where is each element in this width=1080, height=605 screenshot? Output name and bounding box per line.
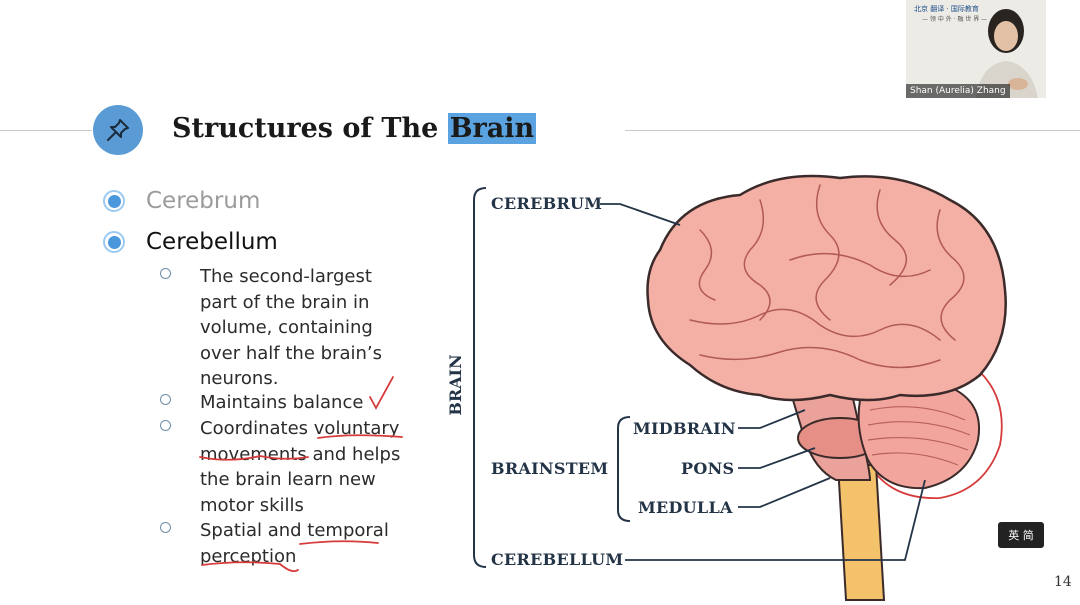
label-pons: PONS <box>681 459 735 478</box>
bullet-cerebellum: Cerebellum <box>103 229 278 255</box>
text-line: movements and helps <box>200 443 401 465</box>
label-brainstem: BRAINSTEM <box>491 459 609 478</box>
subbullet-dot-icon <box>160 394 171 405</box>
label-midbrain: MIDBRAIN <box>633 419 736 438</box>
annotation-checkmark <box>369 376 394 410</box>
text-line: part of the brain in <box>200 291 370 313</box>
translate-button[interactable]: 英 简 <box>998 522 1044 548</box>
brain-brace <box>473 187 487 568</box>
bullet-radio-icon <box>103 231 125 253</box>
bullet-radio-icon <box>103 190 125 212</box>
text-line: perception <box>200 545 297 567</box>
title-highlight: Brain <box>447 113 537 144</box>
subbullet-dot-icon <box>160 268 171 279</box>
annotation-underline-voluntary <box>317 434 403 439</box>
text-line: Coordinates voluntary <box>200 418 400 439</box>
text-line: volume, containing <box>200 317 373 338</box>
cam-logo-text: 北京 翻译 · 国际教育 <box>914 5 979 13</box>
title-text: Structures of The <box>172 113 448 144</box>
spinal-cord <box>836 464 886 601</box>
label-cerebrum: CEREBRUM <box>491 194 603 213</box>
pushpin-icon <box>107 119 129 141</box>
annotation-underline-movements <box>199 455 309 461</box>
subbullet-text: Maintains balance <box>200 390 363 416</box>
text-line: motor skills <box>200 494 304 516</box>
translate-button-label: 英 简 <box>1008 529 1034 542</box>
subbullet-text: Spatial and temporal perception <box>200 518 389 569</box>
text-line: over half the brain’s <box>200 342 382 364</box>
cam-logo-sub: — 领 中 外 · 融 世 界 — <box>922 16 988 23</box>
subbullet-dot-icon <box>160 420 171 431</box>
leader-medulla <box>738 477 831 508</box>
presenter-webcam[interactable]: 北京 翻译 · 国际教育 — 领 中 外 · 融 世 界 — Shan (Aur… <box>906 0 1046 98</box>
leader-midbrain <box>738 409 806 429</box>
bullet-label: Cerebrum <box>146 188 261 214</box>
text-line: Spatial and temporal <box>200 520 389 541</box>
leader-pons <box>738 447 816 469</box>
pin-badge <box>93 105 143 155</box>
text-line: neurons. <box>200 368 279 389</box>
text-line: the brain learn new <box>200 469 376 490</box>
title-rule-right <box>625 130 1080 131</box>
text-line: The second-largest <box>200 266 372 287</box>
title-rule-left <box>0 130 92 131</box>
annotation-underline-perception <box>201 561 299 573</box>
label-cerebellum: CEREBELLUM <box>491 550 624 569</box>
subbullet-dot-icon <box>160 522 171 533</box>
label-medulla: MEDULLA <box>638 498 733 517</box>
bullet-label: Cerebellum <box>146 229 278 255</box>
presenter-name: Shan (Aurelia) Zhang <box>906 84 1010 98</box>
brainstem-brace <box>617 416 631 522</box>
annotation-underline-spatial <box>299 540 379 545</box>
cerebrum <box>646 174 1007 402</box>
slide-title: Structures of The Brain <box>172 110 537 148</box>
leader-cerebrum <box>600 203 681 226</box>
subbullet-text: Coordinates voluntary movements and help… <box>200 416 400 518</box>
subbullet-text: The second-largest part of the brain in … <box>200 264 382 392</box>
leader-cerebellum <box>625 479 926 561</box>
page-number: 14 <box>1054 574 1072 590</box>
bullet-cerebrum: Cerebrum <box>103 188 260 214</box>
label-brain: BRAIN <box>445 354 465 416</box>
text-line: Maintains balance <box>200 392 364 413</box>
